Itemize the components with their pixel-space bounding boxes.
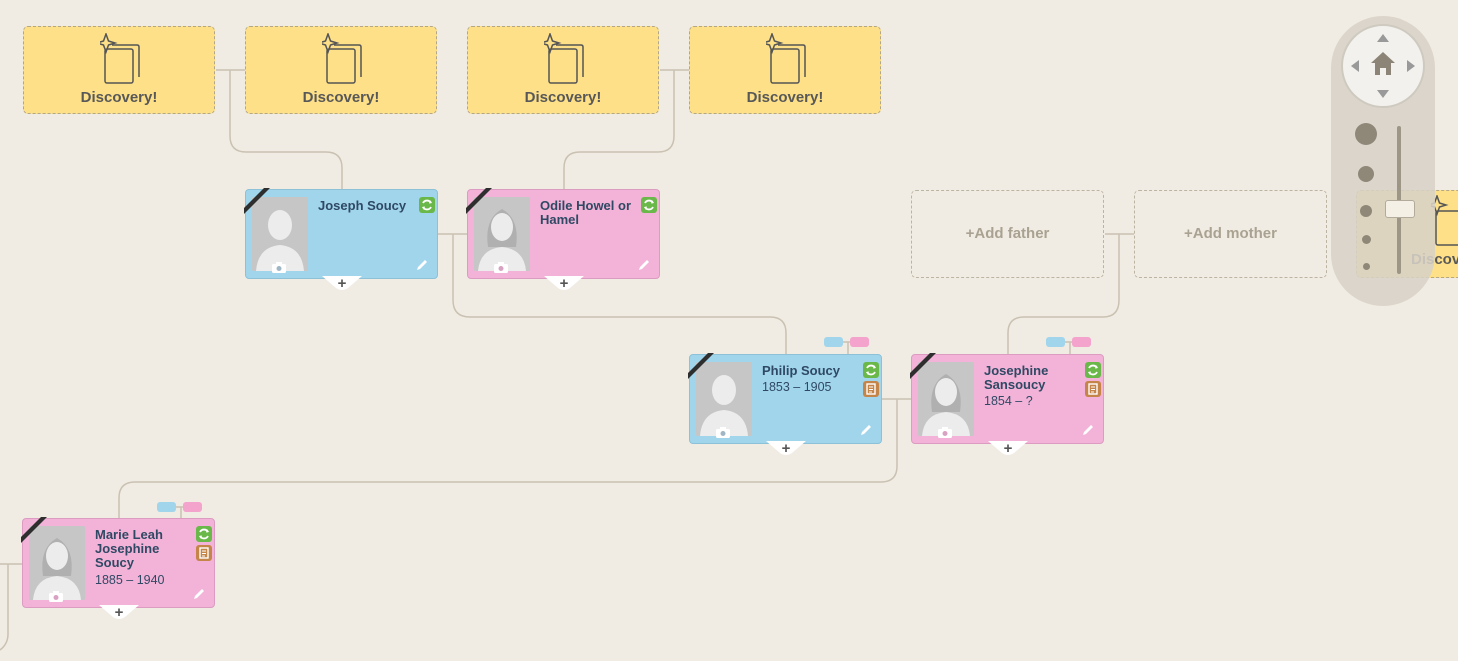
zoom-pan-control [1331,16,1435,306]
add-mother-button[interactable]: +Add mother [1134,190,1327,278]
record-hint-icon[interactable] [1085,381,1101,397]
camera-icon[interactable] [716,427,730,438]
female-silhouette-avatar [474,197,530,271]
pan-left-arrow[interactable] [1351,60,1359,72]
female-silhouette-avatar [918,362,974,436]
sparkle-cards-icon [766,33,806,84]
discovery-card-4[interactable]: Discovery! [689,26,881,114]
sparkle-cards-icon [544,33,584,84]
plus-icon: + [1003,440,1013,457]
plus-icon: + [781,440,791,457]
camera-icon[interactable] [494,262,508,273]
discovery-label: Discovery! [80,89,158,106]
sparkle-cards-icon [100,33,140,84]
sparkle-cards-icon [1431,195,1458,246]
plus-icon: + [337,275,347,292]
camera-icon[interactable] [938,427,952,438]
plus-icon: + [114,604,124,621]
pencil-icon[interactable] [415,258,429,272]
record-hint-icon[interactable] [863,381,879,397]
discovery-card-3[interactable]: Discovery! [467,26,659,114]
home-icon[interactable] [1371,52,1395,75]
zoom-level-dot-1[interactable] [1355,123,1377,145]
male-silhouette-avatar [696,362,752,436]
plus-icon: + [559,275,569,292]
spouse-link-icon[interactable] [157,502,203,512]
record-hint-icon[interactable] [196,545,212,561]
deceased-ribbon-icon [466,188,492,214]
pencil-icon[interactable] [637,258,651,272]
camera-icon[interactable] [272,262,286,273]
female-silhouette-avatar [29,526,85,600]
expand-children-button[interactable]: + [99,604,139,621]
zoom-level-dot-3[interactable] [1360,205,1372,217]
person-name: Philip Soucy [762,363,841,378]
discovery-card-1[interactable]: Discovery! [23,26,215,114]
person-dates: 1854 – ? [984,394,1033,408]
zoom-level-dot-5[interactable] [1363,263,1370,270]
sync-icon[interactable] [196,526,212,542]
camera-icon[interactable] [49,591,63,602]
person-name: Odile Howel or Hamel [540,198,632,227]
person-card-joseph-soucy[interactable]: Joseph Soucy + [244,188,438,292]
deceased-ribbon-icon [21,517,47,543]
person-name: Marie Leah Josephine Soucy [95,527,163,570]
person-card-marie-leah-josephine-soucy[interactable]: Marie Leah Josephine Soucy 1885 – 1940 + [21,517,215,621]
discovery-card-2[interactable]: Discovery! [245,26,437,114]
person-name: Joseph Soucy [318,198,407,213]
person-card-odile-howel[interactable]: Odile Howel or Hamel + [466,188,660,292]
discovery-label: Discovery! [746,89,824,106]
person-card-philip-soucy[interactable]: Philip Soucy 1853 – 1905 + [688,353,882,457]
person-card-josephine-sansoucy[interactable]: Josephine Sansoucy 1854 – ? + [910,353,1104,457]
sync-icon[interactable] [863,362,879,378]
male-silhouette-avatar [252,197,308,271]
pan-pad [1341,24,1425,108]
zoom-level-dot-4[interactable] [1362,235,1371,244]
person-dates: 1853 – 1905 [762,380,832,394]
pencil-icon[interactable] [859,423,873,437]
pan-up-arrow[interactable] [1377,34,1389,42]
sparkle-cards-icon [322,33,362,84]
deceased-ribbon-icon [910,353,936,379]
sync-icon[interactable] [1085,362,1101,378]
expand-children-button[interactable]: + [544,275,584,292]
sync-icon[interactable] [641,197,657,213]
zoom-level-dot-2[interactable] [1358,166,1374,182]
discovery-label: Discovery! [524,89,602,106]
spouse-link-icon[interactable] [1046,337,1092,347]
pan-right-arrow[interactable] [1407,60,1415,72]
expand-children-button[interactable]: + [766,440,806,457]
person-name: Josephine Sansoucy [984,363,1049,392]
zoom-slider-thumb[interactable] [1385,200,1415,218]
expand-children-button[interactable]: + [988,440,1028,457]
expand-children-button[interactable]: + [322,275,362,292]
pan-down-arrow[interactable] [1377,90,1389,98]
sync-icon[interactable] [419,197,435,213]
add-father-button[interactable]: +Add father [911,190,1104,278]
person-dates: 1885 – 1940 [95,573,165,587]
deceased-ribbon-icon [244,188,270,214]
discovery-label: Discovery! [302,89,380,106]
pencil-icon[interactable] [192,587,206,601]
pencil-icon[interactable] [1081,423,1095,437]
spouse-link-icon[interactable] [824,337,870,347]
deceased-ribbon-icon [688,353,714,379]
